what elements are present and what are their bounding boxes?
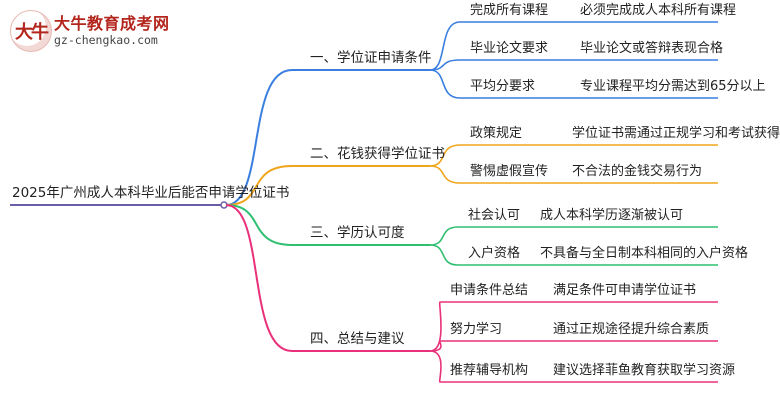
leaf-key: 毕业论文要求 — [470, 41, 549, 56]
leaf-key: 警惕虚假宣传 — [470, 164, 549, 179]
site-logo[interactable]: 大牛 大牛教育成考网 gz-chengkao.com — [4, 8, 169, 54]
leaf-value: 成人本科学历逐渐被认可 — [540, 208, 684, 223]
leaf-connector — [429, 350, 442, 383]
branch-label: 二、花钱获得学位证书 — [310, 146, 445, 162]
leaf-key: 社会认可 — [468, 208, 521, 223]
leaf-key: 推荐辅导机构 — [450, 363, 529, 378]
leaf-value: 专业课程平均分需达到65分以上 — [580, 79, 766, 94]
branch-connector — [225, 204, 293, 352]
leaf-value: 学位证书需通过正规学习和考试获得 — [572, 126, 780, 141]
leaf-key: 努力学习 — [450, 322, 503, 337]
branch-label: 四、总结与建议 — [310, 331, 405, 347]
leaf-value: 毕业论文或答辩表现合格 — [580, 41, 724, 56]
mindmap-canvas — [10, 21, 718, 383]
logo-title: 大牛教育成考网 — [54, 14, 170, 33]
leaf-key: 政策规定 — [470, 126, 523, 141]
leaf-connector — [429, 21, 461, 71]
leaf-connector — [429, 244, 459, 266]
leaf-connector — [429, 226, 459, 246]
leaf-connector — [429, 165, 461, 184]
logo-url[interactable]: gz-chengkao.com — [54, 33, 158, 47]
branch-connector — [225, 204, 293, 246]
leaf-key: 申请条件总结 — [450, 283, 529, 298]
logo-mark-text: 大牛 — [15, 22, 49, 43]
leaf-connector — [429, 301, 442, 352]
leaf-value: 不合法的金钱交易行为 — [572, 164, 703, 179]
leaf-value: 不具备与全日制本科相同的入户资格 — [540, 246, 749, 261]
leaf-value: 必须完成成人本科所有课程 — [580, 3, 737, 18]
leaf-value: 建议选择菲鱼教育获取学习资源 — [553, 363, 736, 378]
leaf-value: 通过正规途径提升综合素质 — [553, 322, 710, 337]
leaf-key: 入户资格 — [468, 246, 521, 261]
root-topic: 2025年广州成人本科毕业后能否申请学位证书 — [12, 185, 290, 201]
leaf-key: 完成所有课程 — [470, 3, 549, 18]
leaf-key: 平均分要求 — [470, 79, 536, 94]
leaf-connector — [429, 69, 461, 99]
logo-mark: 大牛 — [10, 10, 52, 52]
leaf-connector — [429, 144, 461, 167]
branch-connector — [225, 69, 293, 206]
leaf-value: 满足条件可申请学位证书 — [553, 283, 697, 298]
branch-connector — [225, 165, 293, 206]
branch-label: 一、学位证申请条件 — [310, 50, 432, 66]
branch-label: 三、学历认可度 — [310, 225, 405, 241]
